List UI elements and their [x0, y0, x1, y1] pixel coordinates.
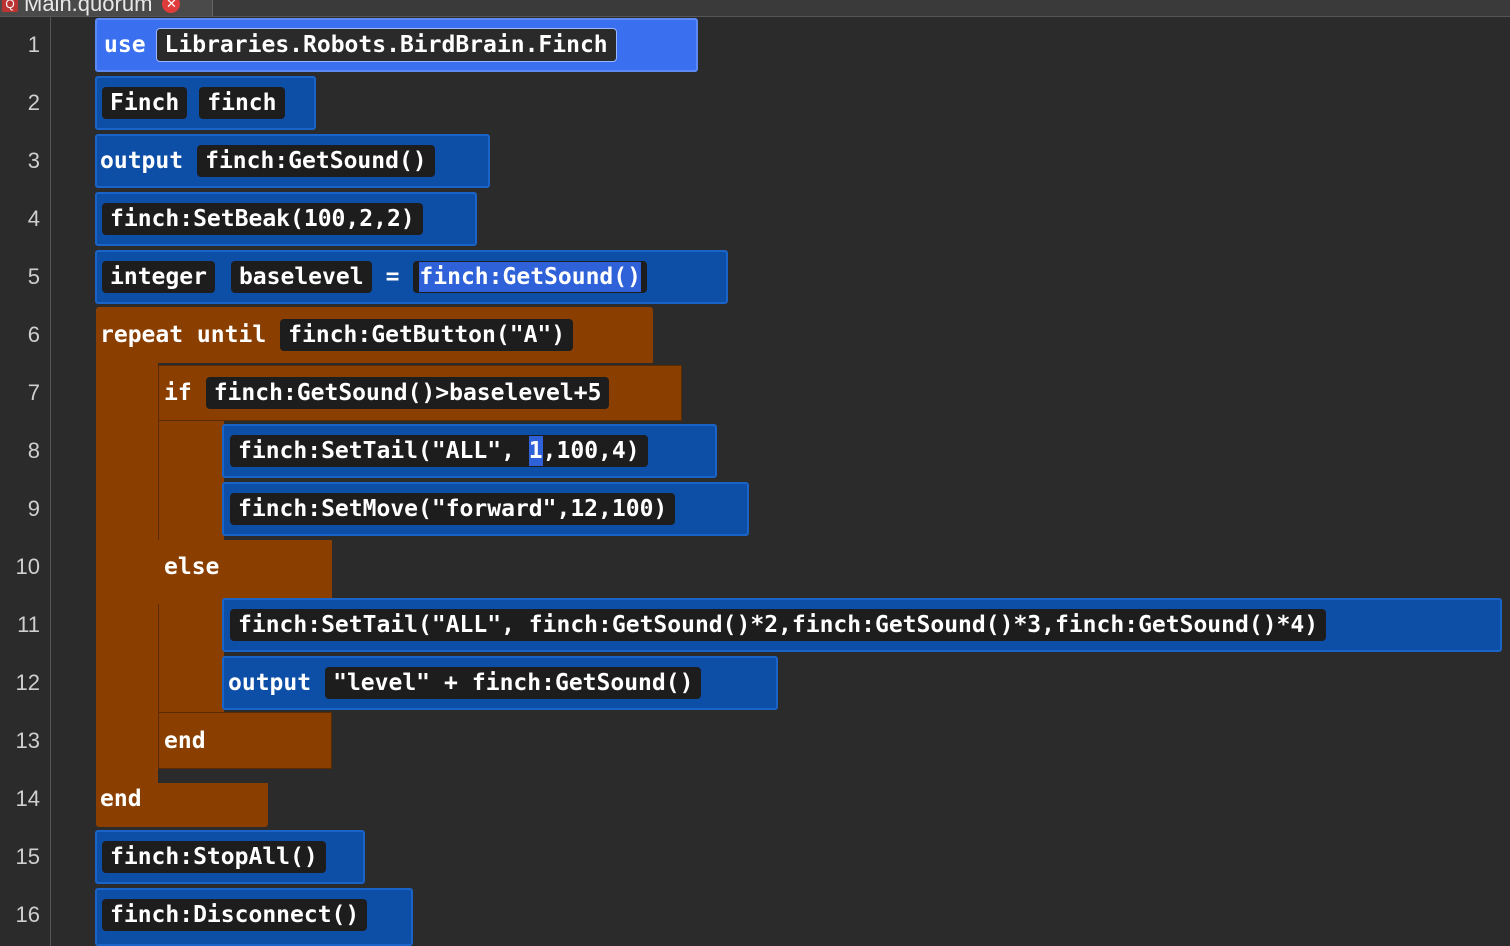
- code-line-11: finch:SetTail("ALL", finch:GetSound()*2,…: [228, 605, 1332, 645]
- code-line-8: finch:SetTail("ALL", 1,100,4): [228, 431, 654, 471]
- keyword-repeat-until: repeat until: [100, 322, 267, 348]
- expression-field[interactable]: finch:SetTail("ALL", finch:GetSound()*2,…: [230, 609, 1327, 641]
- tab-bar: Q Main.quorum ✕: [0, 0, 1510, 17]
- else-block[interactable]: [158, 540, 332, 604]
- code-line-4: finch:SetBeak(100,2,2): [100, 199, 429, 239]
- assignment-operator: =: [385, 264, 400, 290]
- keyword-output: output: [228, 670, 312, 696]
- code-line-13: end: [164, 721, 206, 761]
- code-line-10: else: [164, 547, 219, 587]
- expression-text-after: ,100,4): [542, 438, 640, 464]
- code-line-5: integer baselevel = finch:GetSound(): [100, 257, 653, 297]
- line-number: 7: [27, 380, 40, 405]
- code-line-7: if finch:GetSound()>baselevel+5: [164, 373, 615, 413]
- line-number: 14: [15, 786, 40, 811]
- expression-field[interactable]: finch:GetSound(): [197, 145, 435, 177]
- repeat-block-spine: [96, 363, 158, 783]
- line-number: 9: [27, 496, 40, 521]
- code-line-9: finch:SetMove("forward",12,100): [228, 489, 681, 529]
- expression-field[interactable]: finch:Disconnect(): [102, 899, 368, 931]
- variable-name-field[interactable]: finch: [199, 87, 285, 119]
- line-number: 4: [27, 206, 40, 231]
- line-number: 15: [15, 844, 40, 869]
- repeat-end-block[interactable]: [96, 783, 268, 827]
- code-line-3: output finch:GetSound(): [100, 141, 441, 181]
- line-number: 2: [27, 90, 40, 115]
- library-path-input[interactable]: Libraries.Robots.BirdBrain.Finch: [155, 28, 617, 62]
- code-line-6: repeat until finch:GetButton("A"): [100, 315, 579, 355]
- line-number: 10: [15, 554, 40, 579]
- keyword-end: end: [100, 786, 142, 812]
- selected-text: finch:GetSound(): [419, 262, 641, 292]
- condition-field[interactable]: finch:GetButton("A"): [280, 319, 574, 351]
- expression-field[interactable]: finch:GetSound(): [413, 261, 647, 293]
- code-line-16: finch:Disconnect(): [100, 895, 373, 935]
- line-number: 5: [27, 264, 40, 289]
- if-end-block[interactable]: [158, 712, 332, 769]
- code-line-15: finch:StopAll(): [100, 837, 332, 877]
- type-field[interactable]: integer: [102, 261, 215, 293]
- tab-main-quorum[interactable]: Q Main.quorum ✕: [0, 0, 213, 16]
- line-number: 3: [27, 148, 40, 173]
- line-number: 1: [27, 32, 40, 57]
- condition-field[interactable]: finch:GetSound()>baselevel+5: [205, 377, 610, 409]
- string-expression-field[interactable]: "level" + finch:GetSound(): [325, 667, 702, 699]
- keyword-output: output: [100, 148, 184, 174]
- string-literal: "level": [333, 670, 431, 696]
- keyword-end: end: [164, 728, 206, 754]
- line-number: 6: [27, 322, 40, 347]
- tab-title: Main.quorum: [24, 0, 153, 16]
- type-field[interactable]: Finch: [102, 87, 188, 119]
- file-icon: Q: [2, 0, 18, 12]
- line-number: 11: [17, 612, 40, 637]
- line-number: 16: [15, 902, 40, 927]
- keyword-use: use: [104, 32, 146, 58]
- code-line-14: end: [100, 779, 142, 819]
- expression-field[interactable]: finch:SetMove("forward",12,100): [230, 493, 676, 525]
- expression-field[interactable]: finch:StopAll(): [102, 841, 326, 873]
- code-line-12: output "level" + finch:GetSound(): [228, 663, 707, 703]
- keyword-if: if: [164, 380, 192, 406]
- keyword-else: else: [164, 554, 220, 580]
- expression-text-before: finch:SetTail("ALL",: [238, 438, 529, 464]
- line-number: 13: [15, 728, 40, 753]
- code-line-2: Finch finch: [100, 83, 291, 123]
- code-line-1: use Libraries.Robots.BirdBrain.Finch: [100, 25, 623, 65]
- line-number-gutter: 1 2 3 4 5 6 7 8 9 10 11 12 13 14 15 16: [0, 17, 51, 946]
- variable-name-field[interactable]: baselevel: [230, 261, 372, 293]
- line-number: 8: [27, 438, 40, 463]
- plus-operator: +: [444, 670, 458, 696]
- close-icon[interactable]: ✕: [162, 0, 181, 13]
- expression-text: finch:GetSound(): [471, 670, 694, 696]
- selected-text: 1: [528, 436, 543, 466]
- expression-field[interactable]: finch:SetBeak(100,2,2): [102, 203, 423, 235]
- line-number: 12: [15, 670, 40, 695]
- expression-field[interactable]: finch:SetTail("ALL", 1,100,4): [230, 435, 648, 467]
